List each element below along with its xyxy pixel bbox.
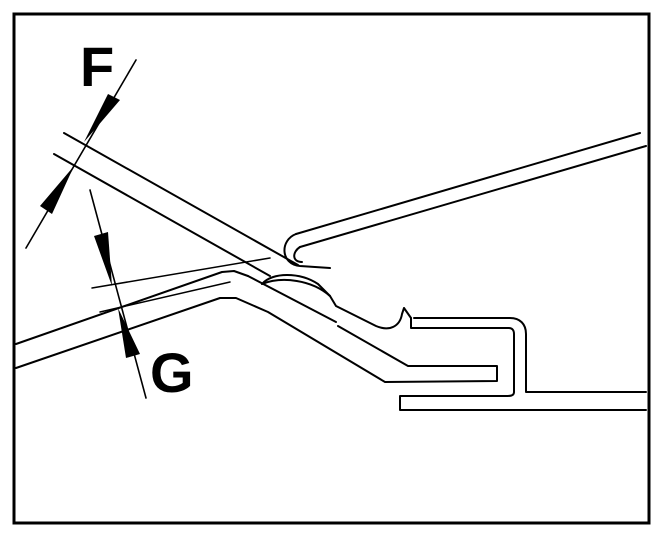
f-lower-arrowhead	[40, 166, 74, 214]
drawing-frame	[12, 12, 651, 525]
dimension-label-g: G	[150, 341, 194, 404]
dimension-lines	[25, 59, 147, 399]
lower-panel	[15, 270, 647, 411]
f-upper-arrowhead	[84, 94, 120, 142]
upper-panel	[53, 132, 647, 277]
g-upper-arrowhead	[94, 232, 112, 286]
dimension-label-f: F	[80, 35, 114, 98]
g-lower-arrowhead	[118, 308, 140, 358]
